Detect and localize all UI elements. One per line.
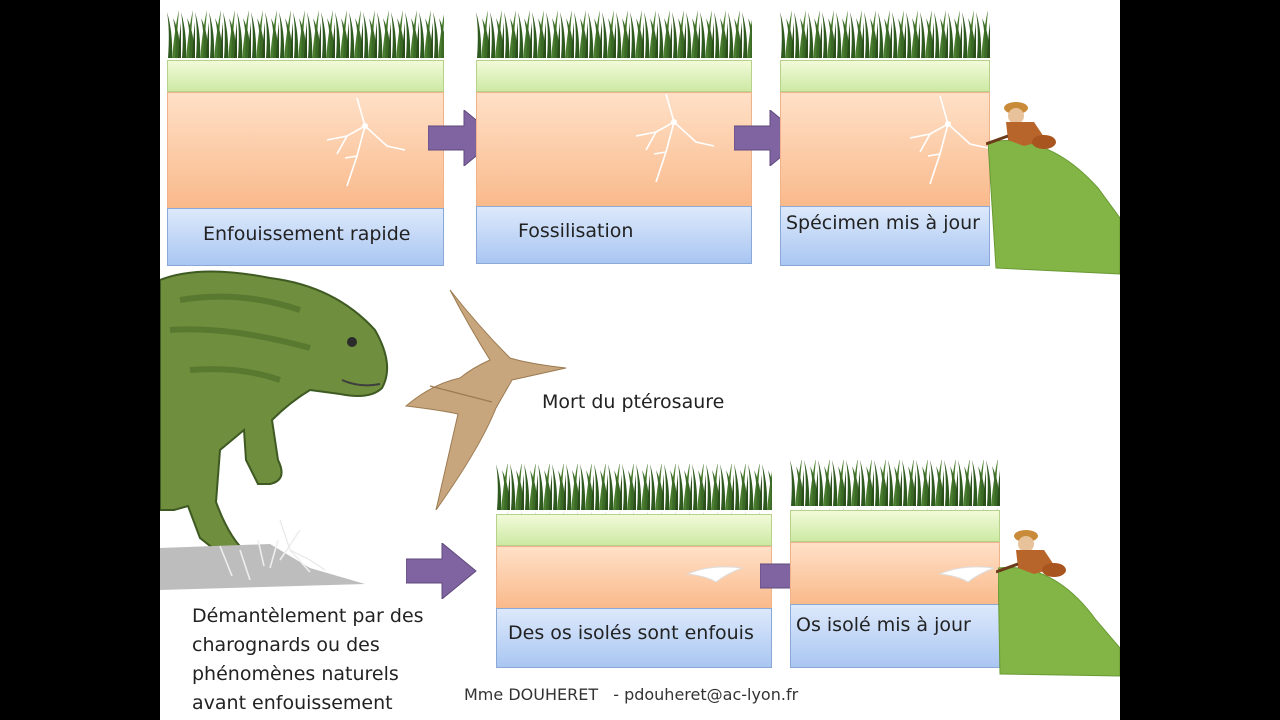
- arrow-right-icon: [406, 543, 477, 599]
- label-death: Mort du ptérosaure: [542, 391, 725, 413]
- hill-icon: [988, 140, 1120, 275]
- label-fossilisation: Fossilisation: [518, 220, 634, 242]
- label-isolated-buried: Des os isolés sont enfouis: [508, 622, 754, 644]
- grass-tuft: [780, 10, 990, 62]
- topsoil-layer: [167, 60, 444, 92]
- panel-exposed: Spécimen mis à jour: [780, 8, 990, 266]
- bone-fragment-icon: [686, 566, 743, 583]
- panel-fossilisation: Fossilisation: [476, 8, 752, 266]
- grass-tuft: [167, 10, 444, 62]
- fossil-skeleton-icon: [635, 93, 715, 183]
- sediment-layer: [476, 92, 752, 210]
- panel-isolated-exposed: Os isolé mis à jour: [790, 456, 1000, 670]
- bone-fragment-icon: [938, 566, 995, 583]
- sediment-layer: [780, 92, 990, 210]
- topsoil-layer: [780, 60, 990, 92]
- footer-separator: -: [613, 685, 619, 704]
- footer-email: pdouheret@ac-lyon.fr: [624, 685, 799, 704]
- exposed-skeleton-icon: [909, 95, 989, 185]
- footer-credit: Mme DOUHERET - pdouheret@ac-lyon.fr: [464, 685, 798, 704]
- isolated-exposed-label-box: [790, 604, 1000, 668]
- topsoil-layer: [790, 510, 1000, 542]
- label-isolated-exposed: Os isolé mis à jour: [796, 614, 971, 636]
- pterosaur-skeleton-icon: [326, 97, 406, 187]
- panel-burial: Enfouissement rapide: [167, 8, 444, 266]
- grass-tuft: [496, 464, 772, 516]
- hill-icon: [998, 566, 1120, 677]
- sediment-layer: [167, 92, 444, 210]
- pterosaur-icon: [404, 289, 567, 511]
- dinosaur-icon: [160, 270, 389, 562]
- exposed-label-box: [780, 206, 990, 266]
- panel-isolated-buried: Des os isolés sont enfouis: [496, 460, 772, 670]
- paleontologist-icon: [996, 530, 1066, 577]
- label-dismantle: Démantèlement par des charognards ou des…: [192, 605, 424, 714]
- fossilisation-label-box: [476, 206, 752, 264]
- burial-label-box: [167, 208, 444, 266]
- grass-tuft: [476, 10, 752, 62]
- label-burial: Enfouissement rapide: [203, 223, 411, 245]
- slide: Enfouissement rapide Fossilisation: [160, 0, 1120, 720]
- topsoil-layer: [496, 514, 772, 546]
- ground-with-bones-icon: [160, 520, 365, 590]
- grass-tuft: [790, 460, 1000, 512]
- isolated-buried-label-box: [496, 608, 772, 668]
- label-exposed: Spécimen mis à jour: [786, 212, 980, 234]
- footer-author: Mme DOUHERET: [464, 685, 599, 704]
- topsoil-layer: [476, 60, 752, 92]
- paleontologist-icon: [986, 102, 1056, 149]
